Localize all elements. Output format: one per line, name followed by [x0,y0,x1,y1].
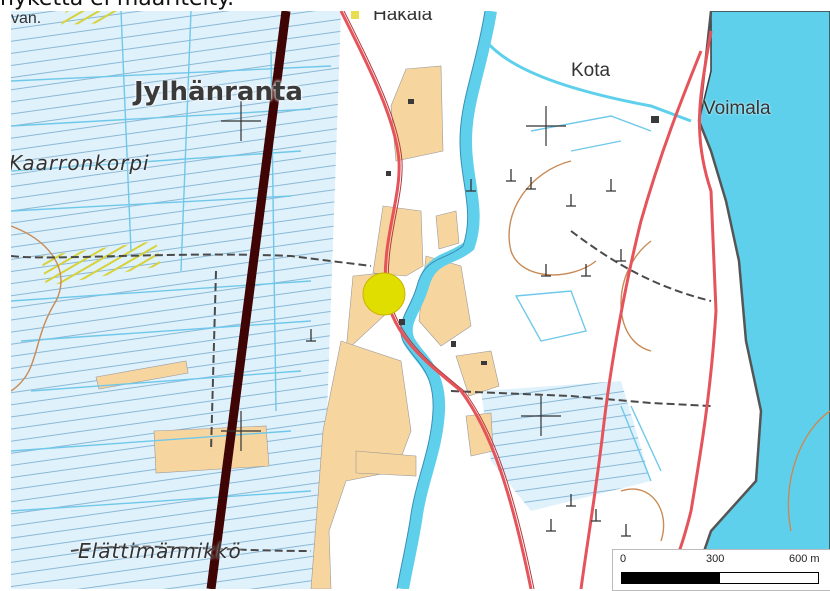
stream-north [484,40,692,123]
terrain-symbols [306,169,631,537]
scale-tick-300: 300 [706,553,725,565]
buildings [351,11,659,365]
label-hakala: Hakala [373,11,433,25]
label-kota: Kota [571,60,611,81]
scale-bar-graphic [621,572,819,584]
river [397,11,497,589]
scale-bar-fill [622,573,720,583]
label-voimala: Voimala [703,98,771,119]
map-caption: nykettä ei määritelty. [0,0,234,12]
shoreline [689,11,763,589]
scale-tick-0: 0 [620,553,627,565]
yellow-hatch-patch [41,241,161,286]
grid-crosses [221,101,566,451]
scale-bar: 0 300 600 m [612,549,830,591]
paths [11,230,712,552]
label-van: van. [11,11,42,27]
wetland-hatching-east [481,381,651,511]
contours [11,160,830,542]
power-line [206,11,291,589]
label-jylhanranta: Jylhänranta [134,77,303,107]
location-marker[interactable] [362,272,406,316]
label-elattimannikko: Elättimännikkö [78,539,242,563]
topographic-map[interactable] [11,11,830,589]
label-kaarronkorpi: Kaarronkorpi [11,151,150,175]
scale-tick-600: 600 m [789,553,820,565]
yellow-hatch-patch-top [61,11,121,25]
ditches [11,11,662,512]
map-canvas[interactable]: van. Hakala Jylhänranta Kaarronkorpi Kot… [11,11,830,589]
